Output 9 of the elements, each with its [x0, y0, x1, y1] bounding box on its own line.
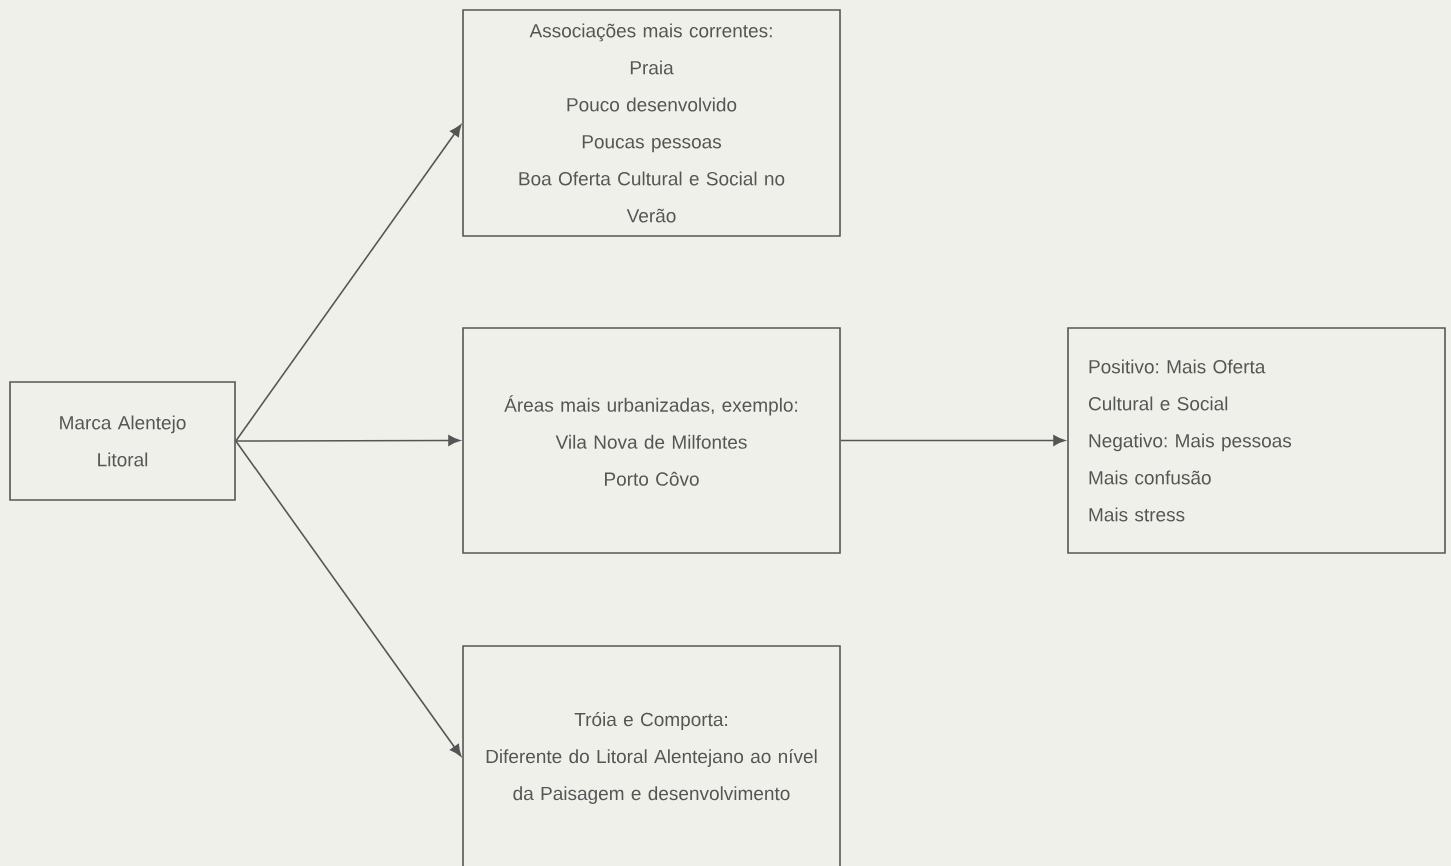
text-box: Associações mais correntes: Praia Pouco desenvolvido Poucas pessoas Boa Oferta Cultural e Social no Verão [462, 9, 841, 237]
arrow [840, 435, 1066, 446]
text-box: Positivo: Mais Oferta Cultural e Social Negativo: Mais pessoas Mais confusão Mais stress [1067, 327, 1446, 554]
arrow [235, 440, 462, 757]
arrow [235, 124, 462, 442]
arrow [235, 435, 461, 446]
text-box: Áreas mais urbanizadas, exemplo: Vila Nova de Milfontes Porto Côvo [462, 327, 841, 554]
text-box: Tróia e Comporta: Diferente do Litoral Alentejano ao nível da Paisagem e desenvolvimento [462, 645, 841, 866]
text-box: Marca Alentejo Litoral [9, 381, 236, 501]
